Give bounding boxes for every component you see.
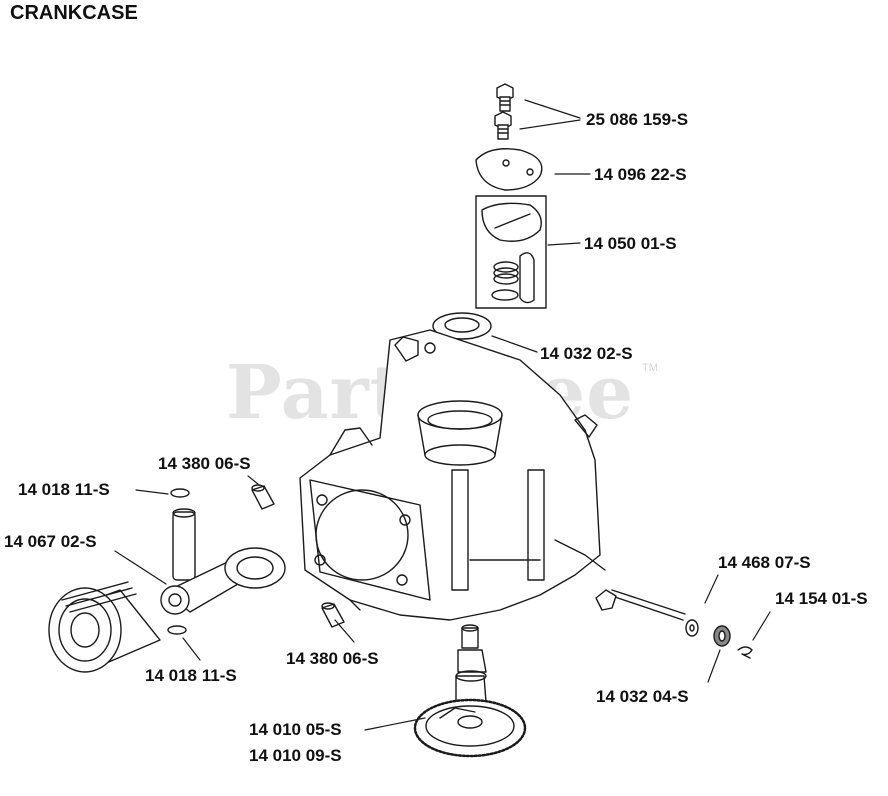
part-label-14-032-02-s[interactable]: 14 032 02-S xyxy=(540,344,633,363)
part-label-14-468-07-s[interactable]: 14 468 07-S xyxy=(718,553,811,572)
bolt-icon[interactable] xyxy=(494,111,512,140)
watermark-trademark: TM xyxy=(642,362,658,374)
dowel-pin[interactable] xyxy=(321,602,345,628)
governor-shaft[interactable] xyxy=(595,589,686,621)
part-label-14-380-06-s-upper[interactable]: 14 380 06-S xyxy=(158,454,251,473)
part-label-14-050-01-s[interactable]: 14 050 01-S xyxy=(584,234,677,253)
part-label-14-154-01-s[interactable]: 14 154 01-S xyxy=(775,589,868,608)
washer[interactable] xyxy=(685,619,699,637)
part-label-14-018-11-s-lower[interactable]: 14 018 11-S xyxy=(145,666,237,685)
piston[interactable] xyxy=(48,581,161,673)
part-label-14-032-04-s[interactable]: 14 032 04-S xyxy=(596,687,689,706)
part-label-14-010-05-s[interactable]: 14 010 05-S xyxy=(249,720,342,739)
part-label-25-086-159-s[interactable]: 25 086 159-S xyxy=(586,110,689,129)
leader-lines xyxy=(114,99,771,731)
part-label-14-096-22-s[interactable]: 14 096 22-S xyxy=(594,165,687,184)
shaft-seal[interactable] xyxy=(713,625,731,647)
part-label-14-380-06-s-lower[interactable]: 14 380 06-S xyxy=(286,649,379,668)
bolt-icon[interactable] xyxy=(496,83,514,112)
dowel-pin[interactable] xyxy=(251,484,275,510)
breather-kit-box[interactable] xyxy=(475,195,547,309)
retainer-clip[interactable] xyxy=(737,646,753,659)
piston-pin[interactable] xyxy=(172,508,196,581)
diagram-title: CRANKCASE xyxy=(10,2,138,24)
oil-seal[interactable] xyxy=(432,312,492,340)
part-label-14-067-02-s[interactable]: 14 067 02-S xyxy=(4,532,97,551)
retaining-ring[interactable] xyxy=(167,625,187,635)
part-label-14-010-09-s[interactable]: 14 010 09-S xyxy=(249,746,342,765)
breather-cover-plate[interactable] xyxy=(475,148,543,191)
connecting-rod[interactable] xyxy=(160,547,286,615)
part-label-14-018-11-s-upper[interactable]: 14 018 11-S xyxy=(18,480,110,499)
camshaft[interactable] xyxy=(455,624,487,703)
retaining-ring[interactable] xyxy=(170,488,190,498)
cam-gear[interactable] xyxy=(413,698,527,758)
crankcase-block[interactable] xyxy=(299,329,606,621)
